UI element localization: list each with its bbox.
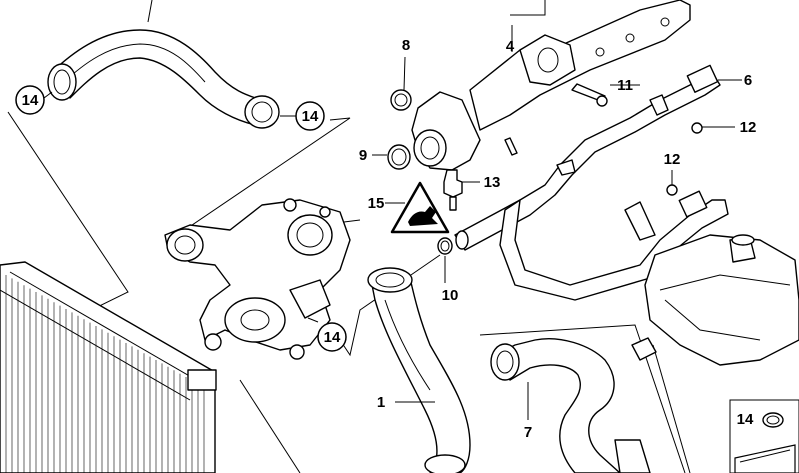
water-pump-housing bbox=[164, 198, 351, 360]
callout-12-upper: 12 bbox=[740, 119, 757, 136]
upper-radiator-hose bbox=[47, 0, 280, 129]
thermostat-housing bbox=[387, 89, 481, 171]
callout-8: 8 bbox=[402, 37, 410, 54]
svg-text:14: 14 bbox=[302, 108, 319, 125]
leader-lines bbox=[43, 56, 446, 323]
lower-radiator-hose bbox=[367, 267, 471, 473]
callout-6: 6 bbox=[744, 72, 752, 89]
callout-11: 11 bbox=[617, 77, 633, 94]
svg-text:14: 14 bbox=[324, 329, 341, 346]
o-ring bbox=[437, 237, 453, 255]
callout-9: 9 bbox=[359, 147, 367, 164]
callout-13: 13 bbox=[484, 174, 501, 191]
coolant-pipe-assembly bbox=[454, 64, 742, 301]
callout-15: 15 bbox=[368, 195, 385, 212]
callout-14-detail-box: 14 bbox=[737, 411, 754, 428]
callout-14-pump: 14 bbox=[317, 322, 347, 352]
callout-14-upper-right: 14 bbox=[295, 101, 325, 131]
temperature-sensor bbox=[443, 169, 480, 211]
clamp-detail-box bbox=[729, 399, 799, 473]
radiator bbox=[0, 261, 217, 473]
svg-text:14: 14 bbox=[22, 92, 39, 109]
callout-12-lower: 12 bbox=[664, 151, 681, 168]
callout-14-upper-left: 14 bbox=[15, 85, 45, 115]
callout-1: 1 bbox=[377, 394, 385, 411]
assembly-guide-lines-right bbox=[479, 324, 691, 473]
coolant-rail bbox=[469, 0, 691, 156]
callout-10: 10 bbox=[442, 287, 459, 304]
expansion-tank bbox=[631, 234, 799, 366]
callout-7: 7 bbox=[524, 424, 532, 441]
expansion-tank-hose bbox=[490, 338, 651, 473]
hand-warning-triangle-icon bbox=[385, 181, 450, 234]
callout-4: 4 bbox=[506, 38, 515, 55]
